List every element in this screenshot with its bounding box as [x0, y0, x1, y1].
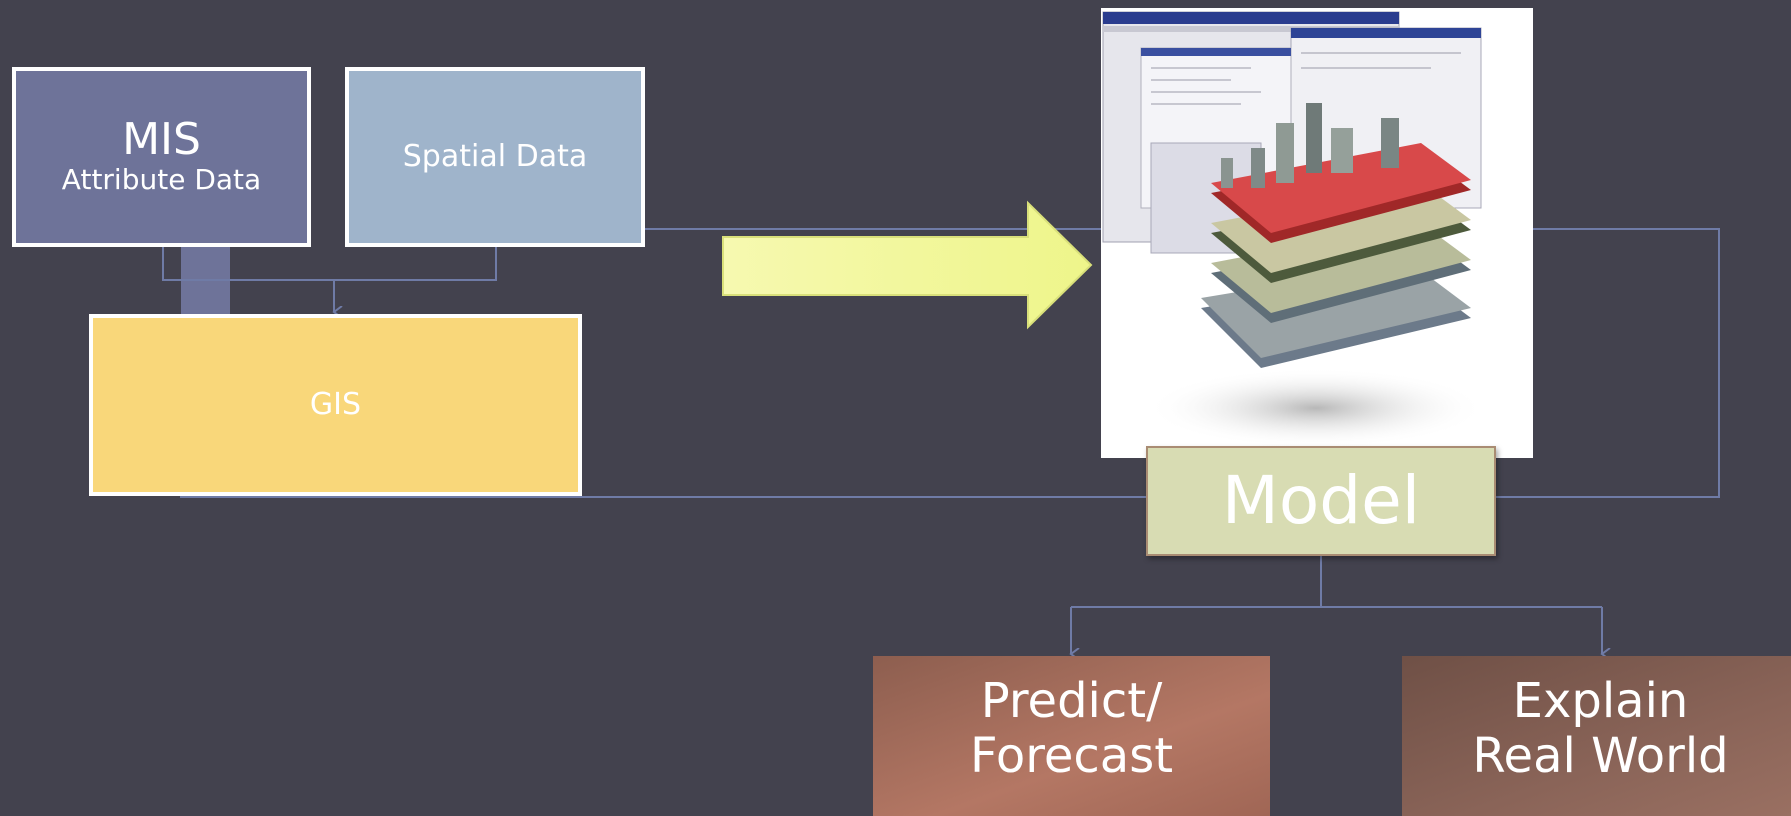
model-box: Model [1146, 446, 1496, 556]
gis-box: GIS [89, 314, 582, 496]
predict-forecast-box: Predict/ Forecast [873, 656, 1270, 816]
mis-title: MIS [122, 114, 201, 166]
explain-line2: Real World [1472, 728, 1729, 785]
predict-line1: Predict/ [980, 673, 1163, 729]
model-branch-connector [1071, 556, 1602, 608]
mis-box: MIS Attribute Data [12, 67, 311, 247]
explain-line1: Explain [1512, 673, 1689, 729]
model-label: Model [1221, 462, 1421, 539]
merge-connector [162, 247, 497, 281]
gis-label: GIS [309, 387, 362, 422]
gis-layers-illustration-icon [1101, 8, 1533, 458]
right-arrow-icon [722, 200, 1093, 330]
spatial-data-box: Spatial Data [345, 67, 645, 247]
predict-line2: Forecast [969, 728, 1174, 785]
explain-real-world-box: Explain Real World [1402, 656, 1791, 816]
mis-subtitle: Attribute Data [61, 163, 262, 197]
feedback-line-right [1496, 228, 1720, 498]
spatial-data-label: Spatial Data [402, 139, 588, 174]
